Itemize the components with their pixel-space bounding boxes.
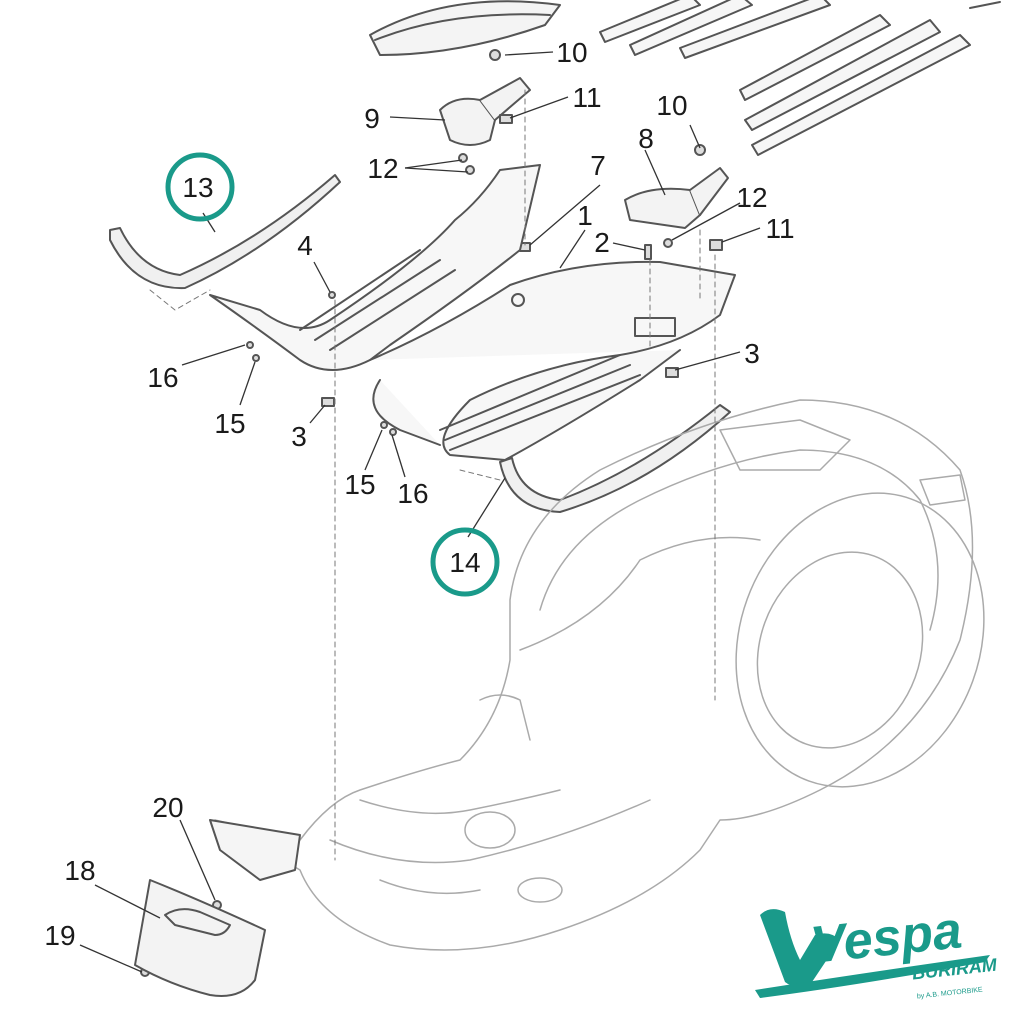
- callout-16-left: 16: [147, 362, 178, 393]
- callout-11-right: 11: [765, 213, 794, 244]
- callout-16-mid: 16: [397, 478, 428, 509]
- callout-15-left: 15: [214, 408, 245, 439]
- callout-1: 1: [577, 200, 593, 231]
- callout-3-right: 3: [744, 338, 760, 369]
- callout-10-top: 10: [556, 37, 587, 68]
- callout-20: 20: [152, 792, 183, 823]
- vespa-buriram-logo: Vespa BURIRAM by A.B. MOTORBIKE: [755, 901, 999, 1000]
- leader-lines: [79, 51, 761, 973]
- part-14-trim: [499, 404, 731, 513]
- part-1-floorboard: [209, 164, 736, 461]
- callout-3-left: 3: [291, 421, 307, 452]
- part-18-cover: [134, 879, 266, 997]
- part-13-trim: [109, 174, 341, 290]
- callout-labels: 10 11 9 12 7 10 8 12 1 2 11 4 16 15 3 3 …: [44, 37, 794, 951]
- logo-tagline-text: by A.B. MOTORBIKE: [917, 987, 984, 1001]
- callout-13: 13: [182, 172, 213, 203]
- callout-12-left: 12: [367, 153, 398, 184]
- logo-underline: [755, 955, 990, 998]
- callout-8: 8: [638, 123, 654, 154]
- part-8-cover: [624, 167, 729, 229]
- floor-rubber-strips: [599, 0, 1001, 156]
- callout-18: 18: [64, 855, 95, 886]
- parts-artwork: [109, 0, 1001, 997]
- callout-4: 4: [297, 230, 313, 261]
- callout-7: 7: [590, 150, 606, 181]
- logo-swoosh: [760, 909, 840, 987]
- highlight-callout-14: 14: [430, 527, 500, 597]
- callout-12-right: 12: [736, 182, 767, 213]
- callout-10-right: 10: [656, 90, 687, 121]
- part-9-cover: [439, 77, 531, 146]
- callout-11-top: 11: [572, 82, 601, 113]
- callout-15-mid: 15: [344, 469, 375, 500]
- alignment-lines: [149, 89, 716, 861]
- highlight-callout-13: 13: [165, 152, 235, 222]
- callout-14: 14: [449, 547, 480, 578]
- callout-19: 19: [44, 920, 75, 951]
- fasteners: [140, 49, 723, 977]
- scooter-frame: [214, 399, 985, 951]
- part-20-bracket: [209, 819, 301, 881]
- callout-9: 9: [364, 103, 380, 134]
- seat-part: [369, 0, 561, 56]
- callout-2: 2: [594, 227, 610, 258]
